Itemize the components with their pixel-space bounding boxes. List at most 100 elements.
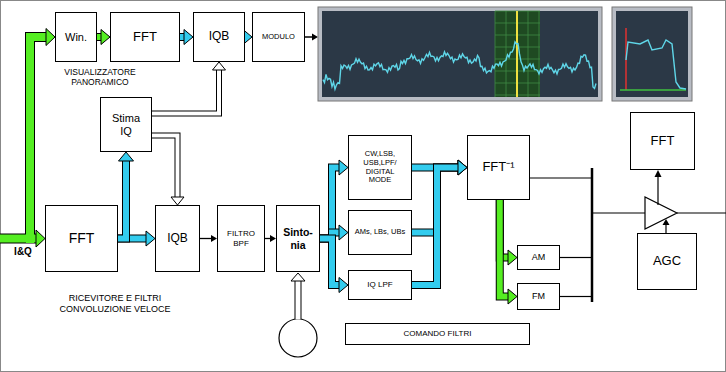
filter-control-box: COMANDO FILTRI	[345, 323, 530, 345]
box-label: Stima IQ	[112, 112, 140, 137]
arrow-shaft	[320, 168, 339, 239]
arrow-head	[339, 225, 348, 240]
knob-arrow-outline	[295, 281, 302, 319]
arrow-shaft	[500, 200, 508, 297]
grid-line	[495, 11, 496, 97]
signal-line	[592, 212, 645, 213]
demodulator-box: FM	[517, 283, 560, 310]
arrow-outline	[118, 161, 126, 239]
output-line	[677, 212, 726, 213]
control-line	[665, 225, 666, 233]
arrow-head	[508, 289, 517, 304]
arrow-shaft	[180, 34, 184, 40]
arrow-head	[458, 160, 467, 175]
iq-estimate-box: Stima IQ	[100, 97, 152, 152]
signal-arrow	[118, 152, 134, 239]
iq-balance-box: IQB	[193, 12, 245, 62]
signal-arrow	[200, 235, 217, 242]
display-screen	[322, 11, 598, 97]
fft-box: FFT	[45, 205, 118, 272]
tuning-box: Sinto- nia	[276, 205, 320, 272]
arrow-head	[291, 273, 305, 281]
arrow-head	[171, 197, 184, 205]
agc-box: AGC	[637, 233, 697, 290]
selector-switch	[591, 168, 594, 302]
amplifier-symbol	[645, 197, 677, 229]
signal-name: I&Q	[1, 246, 45, 258]
box-label: FFT	[69, 230, 95, 246]
section-title: RICEVITORE E FILTRI CONVOLUZIONE VELOCE	[50, 293, 180, 315]
signal-line	[657, 177, 658, 205]
box-label: Win.	[65, 31, 87, 44]
arrow-head	[663, 219, 670, 225]
box-label: AM	[532, 252, 546, 262]
box-label: FM	[532, 291, 545, 301]
arrow-head	[508, 250, 517, 265]
filter-base	[620, 89, 686, 91]
arrow-head	[213, 62, 226, 70]
spectrum-trace	[323, 42, 596, 89]
box-label: IQ LPF	[367, 280, 392, 289]
box-label: IQB	[167, 232, 188, 246]
grid-line	[506, 11, 507, 97]
display-screen	[616, 11, 688, 97]
modulus-box: MODULO	[252, 12, 305, 62]
tuning-marker	[516, 11, 518, 97]
fft-box: FFT	[110, 12, 180, 62]
box-label: COMANDO FILTRI	[404, 329, 472, 338]
display-frame	[612, 7, 692, 101]
arrow-head	[101, 30, 110, 45]
arrow-outline	[320, 168, 339, 239]
arrow-outline	[412, 168, 458, 286]
box-label: FFT	[651, 134, 675, 149]
window-box: Win.	[55, 12, 97, 62]
signal-line	[560, 296, 592, 297]
demod-filter-box: AMs, LBs, UBs	[348, 210, 412, 255]
box-label: FFT	[133, 30, 157, 45]
tuning-knob	[279, 319, 317, 357]
arrow-outline	[500, 200, 508, 297]
arrow-head	[458, 160, 467, 175]
arrow-head	[36, 230, 45, 247]
iq-balance-box: IQB	[155, 205, 200, 272]
section-title: VISUALIZZATORE PANORAMICO	[58, 67, 142, 87]
box-label: IQB	[209, 30, 230, 44]
grid-line	[539, 11, 540, 97]
arrow-head	[184, 30, 193, 45]
signal-arrow	[152, 62, 226, 114]
arrow-shaft	[320, 239, 339, 286]
arrow-shaft	[97, 34, 101, 40]
arrow-outline	[152, 70, 219, 114]
signal-arrow	[97, 30, 110, 45]
arrow-outline	[152, 136, 178, 198]
demodulator-box: AM	[517, 245, 560, 270]
knob-arrow-fill	[296, 281, 301, 320]
signal-arrow	[320, 160, 348, 239]
arrow-outline	[180, 33, 184, 41]
signal-arrow	[412, 160, 467, 285]
arrow-head	[339, 160, 348, 175]
signal-arrow	[180, 30, 193, 45]
fft-box: FFT	[630, 112, 695, 170]
box-label: Sinto- nia	[283, 226, 313, 250]
input-arrow-fill	[30, 37, 46, 243]
arrow-head	[655, 170, 662, 177]
demod-filter-box: IQ LPF	[348, 270, 412, 300]
box-label: MODULO	[262, 33, 295, 42]
signal-line	[560, 257, 592, 258]
signal-line	[530, 177, 592, 178]
arrow-head	[146, 231, 155, 246]
box-label: FFT⁻¹	[482, 160, 514, 175]
filter-trace	[626, 40, 686, 89]
box-label: AGC	[653, 254, 681, 269]
signal-arrow	[152, 136, 184, 206]
ifft-box: FFT⁻¹	[467, 135, 530, 200]
signal-arrow	[320, 239, 348, 293]
display-grid	[495, 11, 540, 97]
arrow-shaft	[200, 238, 211, 239]
box-label: AMs, LBs, UBs	[355, 228, 405, 237]
arrow-shaft	[118, 161, 126, 239]
arrow-head	[312, 34, 318, 41]
arrow-shaft	[412, 168, 458, 286]
